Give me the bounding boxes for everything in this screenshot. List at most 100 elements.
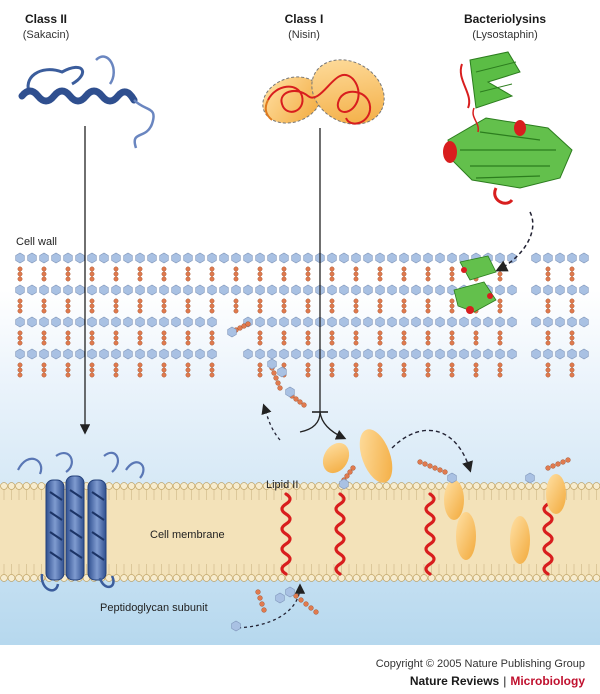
wall-bead bbox=[401, 276, 407, 282]
sakacin-peptide bbox=[18, 55, 155, 149]
wall-hexagon bbox=[471, 316, 481, 328]
wall-hexagon bbox=[507, 348, 517, 360]
wall-bead bbox=[353, 266, 359, 272]
wall-hexagon bbox=[351, 316, 361, 328]
lipid-ii-label: Lipid II bbox=[266, 479, 298, 491]
lipid-head bbox=[285, 482, 293, 490]
wall-bead bbox=[569, 266, 575, 272]
lipid-head bbox=[405, 574, 413, 582]
lipid-head bbox=[210, 574, 218, 582]
wall-hexagon bbox=[27, 316, 37, 328]
lipid-head bbox=[465, 482, 473, 490]
wall-hexagon bbox=[267, 284, 277, 296]
wall-bead bbox=[113, 362, 119, 368]
wall-bead bbox=[281, 335, 287, 341]
chain-hexagon bbox=[339, 478, 349, 490]
wall-bead bbox=[401, 308, 407, 314]
wall-bead bbox=[161, 335, 167, 341]
chain-hexagon bbox=[277, 366, 287, 378]
wall-bead bbox=[137, 362, 143, 368]
lipid-head bbox=[427, 574, 436, 582]
wall-hexagon bbox=[207, 348, 217, 360]
wall-bead bbox=[401, 335, 407, 341]
wall-bead bbox=[161, 340, 167, 346]
wall-bead bbox=[113, 271, 119, 277]
lipid-head bbox=[165, 574, 173, 582]
wall-bead bbox=[65, 362, 71, 368]
lipid-head bbox=[420, 482, 428, 490]
wall-bead bbox=[257, 276, 263, 282]
lipid-head bbox=[592, 574, 600, 582]
wall-hexagon bbox=[183, 284, 193, 296]
chain-bead bbox=[293, 396, 299, 402]
wall-bead bbox=[329, 340, 335, 346]
wall-hexagon bbox=[555, 348, 565, 360]
wall-bead bbox=[233, 276, 239, 282]
cell-membrane-label: Cell membrane bbox=[150, 529, 225, 541]
wall-bead bbox=[497, 335, 503, 341]
wall-bead bbox=[185, 266, 191, 272]
wall-hexagon bbox=[207, 316, 217, 328]
chain-hexagon bbox=[525, 472, 535, 484]
wall-bead bbox=[281, 271, 287, 277]
wall-hexagon bbox=[159, 284, 169, 296]
wall-bead bbox=[281, 303, 287, 309]
wall-bead bbox=[209, 340, 215, 346]
lipid-head bbox=[525, 482, 533, 490]
lipid-head bbox=[412, 574, 421, 582]
wall-hexagon bbox=[243, 348, 253, 360]
release-arrow bbox=[261, 403, 281, 441]
copyright-line: Copyright © 2005 Nature Publishing Group bbox=[376, 658, 585, 670]
wall-bead bbox=[401, 330, 407, 336]
wall-hexagon bbox=[399, 284, 409, 296]
chain-hexagon bbox=[285, 586, 295, 598]
wall-bead bbox=[41, 330, 47, 336]
wall-hexagon bbox=[423, 316, 433, 328]
lipid-head bbox=[390, 482, 398, 490]
wall-hexagon bbox=[255, 316, 265, 328]
wall-hexagon bbox=[567, 252, 577, 264]
wall-bead bbox=[41, 266, 47, 272]
wall-hexagon bbox=[99, 348, 109, 360]
wall-bead bbox=[41, 367, 47, 373]
wall-bead bbox=[497, 303, 503, 309]
nisin-bound-complexes bbox=[322, 429, 566, 564]
wall-hexagon bbox=[567, 284, 577, 296]
wall-bead bbox=[329, 266, 335, 272]
lipid-head bbox=[532, 482, 541, 490]
wall-hexagon bbox=[387, 252, 397, 264]
lipid-head bbox=[547, 574, 556, 582]
wall-hexagon bbox=[279, 284, 289, 296]
lipid-head bbox=[420, 574, 428, 582]
lipid-head bbox=[570, 574, 578, 582]
wall-bead bbox=[257, 372, 263, 378]
lipid-head bbox=[0, 482, 8, 490]
wall-hexagon bbox=[543, 348, 553, 360]
nisin-branch-right bbox=[319, 411, 347, 440]
wall-bead bbox=[65, 372, 71, 378]
wall-bead bbox=[161, 372, 167, 378]
lipid-head bbox=[262, 482, 271, 490]
lipid-ii-helices bbox=[280, 492, 554, 576]
wall-bead bbox=[17, 330, 23, 336]
wall-bead bbox=[545, 367, 551, 373]
wall-bead bbox=[473, 340, 479, 346]
journal-line: Nature Reviews|Microbiology bbox=[410, 674, 585, 688]
wall-bead bbox=[65, 298, 71, 304]
wall-bead bbox=[17, 335, 23, 341]
wall-bead bbox=[65, 266, 71, 272]
wall-hexagon bbox=[339, 284, 349, 296]
lipid-head bbox=[510, 482, 518, 490]
lipid-ii-chains bbox=[227, 321, 571, 632]
wall-hexagon bbox=[435, 252, 445, 264]
wall-hexagon bbox=[75, 348, 85, 360]
wall-bead bbox=[89, 303, 95, 309]
wall-hexagon bbox=[459, 316, 469, 328]
wall-hexagon bbox=[123, 316, 133, 328]
peptidoglycan-subunit-label: Peptidoglycan subunit bbox=[100, 602, 208, 614]
wall-bead bbox=[449, 340, 455, 346]
wall-bead bbox=[425, 303, 431, 309]
wall-bead bbox=[89, 271, 95, 277]
wall-bead bbox=[473, 372, 479, 378]
lipid-head bbox=[7, 574, 16, 582]
